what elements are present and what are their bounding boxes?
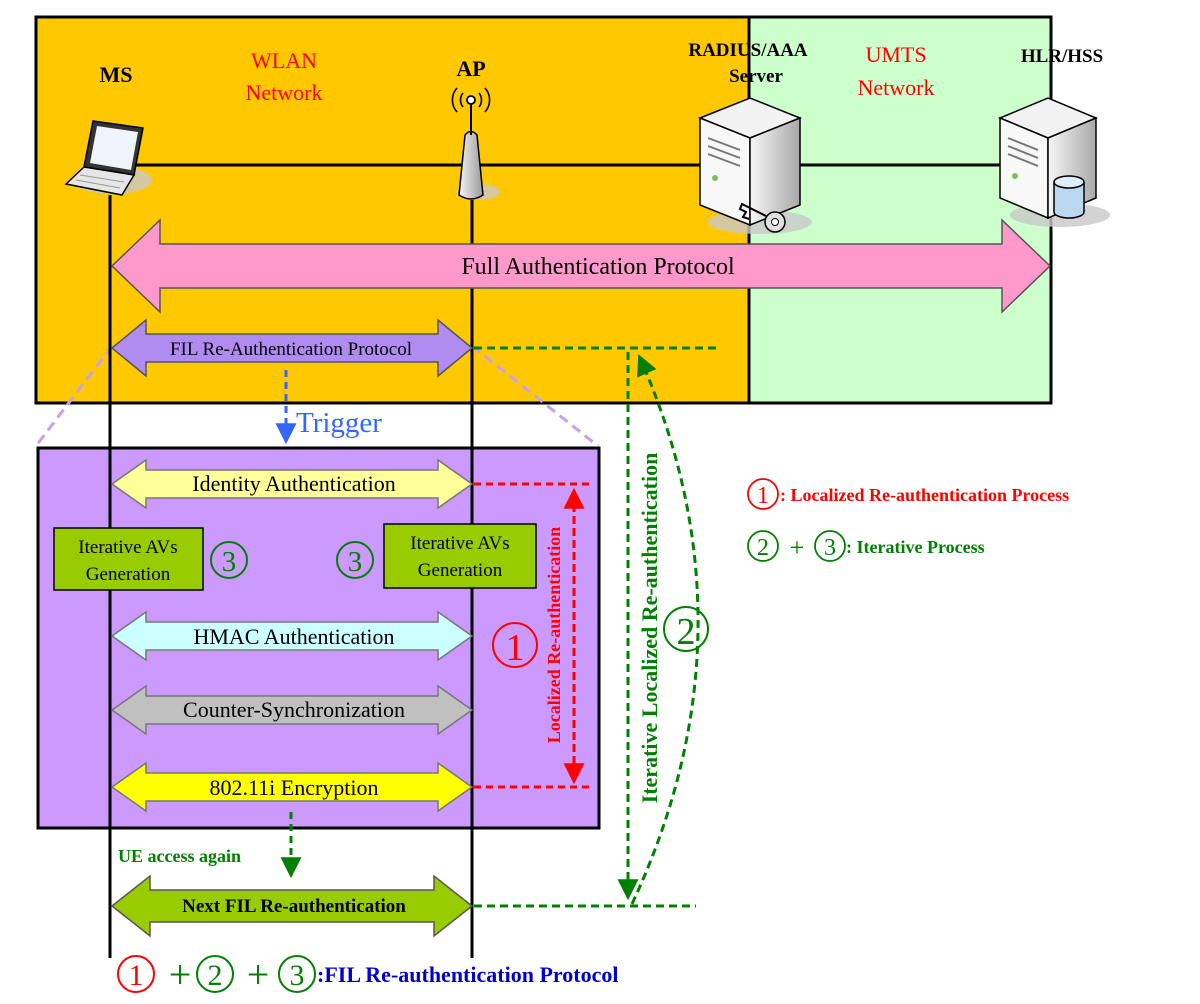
svg-text:3: 3 — [222, 546, 237, 578]
wlan-label-line1: WLAN — [251, 48, 317, 73]
ms-label: MS — [100, 62, 133, 87]
hmac-auth-label: HMAC Authentication — [193, 624, 394, 649]
legend-localized-text: : Localized Re-authentication Process — [780, 485, 1069, 505]
identity-auth-label: Identity Authentication — [192, 471, 395, 496]
fil-reauth-arrow — [110, 318, 474, 378]
footer-formula: 1 + 2 + 3 :FIL Re-authentication Protoco… — [117, 952, 618, 997]
next-fil-arrow — [110, 874, 474, 938]
svg-text:3: 3 — [348, 546, 363, 578]
next-fil-label: Next FIL Re-authentication — [182, 896, 406, 917]
zoom-guide-right — [471, 344, 599, 448]
encryption-label: 802.11i Encryption — [209, 775, 378, 800]
svg-text:2: 2 — [757, 535, 769, 561]
hlr-label: HLR/HSS — [1021, 46, 1103, 67]
iter-avs-left-line1: Iterative AVs — [78, 537, 177, 558]
full-auth-label: Full Authentication Protocol — [461, 254, 735, 280]
hmac-auth-arrow — [110, 610, 474, 662]
ue-access-label: UE access again — [118, 846, 241, 866]
trigger-label: Trigger — [296, 407, 382, 439]
svg-text:2: 2 — [677, 611, 696, 653]
marker-two: 2 — [663, 606, 709, 653]
svg-text:1: 1 — [757, 483, 769, 509]
iter-avs-box-right — [383, 523, 537, 589]
iterative-curved-arrow — [630, 354, 700, 905]
umts-label-line2: Network — [858, 75, 935, 100]
legend-item-iterative: 2 + 3 : Iterative Process — [747, 530, 985, 562]
full-auth-arrow — [110, 218, 1052, 314]
iter-avs-right-line1: Iterative AVs — [410, 533, 509, 554]
wlan-label-line2: Network — [246, 80, 323, 105]
umts-label-line1: UMTS — [865, 42, 926, 67]
iter-avs-box-left — [53, 527, 204, 591]
iter-avs-left-line2: Generation — [86, 564, 171, 585]
radius-server-icon — [697, 97, 812, 234]
zoom-guide-left — [34, 345, 114, 447]
iterative-vertical-label: Iterative Localized Re-authentication — [637, 453, 662, 804]
svg-text:1: 1 — [506, 627, 525, 669]
radius-label-line2: Server — [729, 66, 783, 87]
database-icon — [1053, 175, 1085, 219]
laptop-icon — [64, 120, 152, 196]
umts-region — [749, 17, 1051, 403]
footer-label: :FIL Re-authentication Protocol — [317, 962, 618, 987]
legend-iterative-text: : Iterative Process — [846, 537, 985, 557]
iter-avs-right-line2: Generation — [418, 560, 503, 581]
marker-three-left: 3 — [210, 541, 248, 579]
counter-sync-arrow — [110, 684, 474, 736]
localized-vertical-label: Localized Re-authentication — [544, 527, 564, 743]
radius-label-line1: RADIUS/AAA — [688, 40, 808, 61]
svg-text:3: 3 — [824, 535, 836, 561]
marker-one-panel: 1 — [492, 622, 538, 669]
svg-text:+: + — [169, 952, 192, 997]
counter-sync-label: Counter-Synchronization — [183, 697, 405, 722]
hlr-hss-server-icon — [998, 97, 1110, 227]
marker-three-right: 3 — [336, 541, 374, 579]
svg-text:+: + — [247, 952, 270, 997]
legend-item-localized: 1 : Localized Re-authentication Process — [747, 478, 1069, 510]
svg-text:1: 1 — [129, 959, 144, 992]
svg-text:2: 2 — [208, 959, 223, 992]
fil-reauth-label: FIL Re-Authentication Protocol — [170, 339, 412, 360]
svg-text:+: + — [790, 533, 805, 562]
ap-label: AP — [456, 56, 485, 81]
svg-text:3: 3 — [290, 959, 305, 992]
encryption-arrow — [110, 761, 474, 813]
identity-auth-arrow — [110, 458, 474, 510]
access-point-icon — [451, 87, 500, 200]
